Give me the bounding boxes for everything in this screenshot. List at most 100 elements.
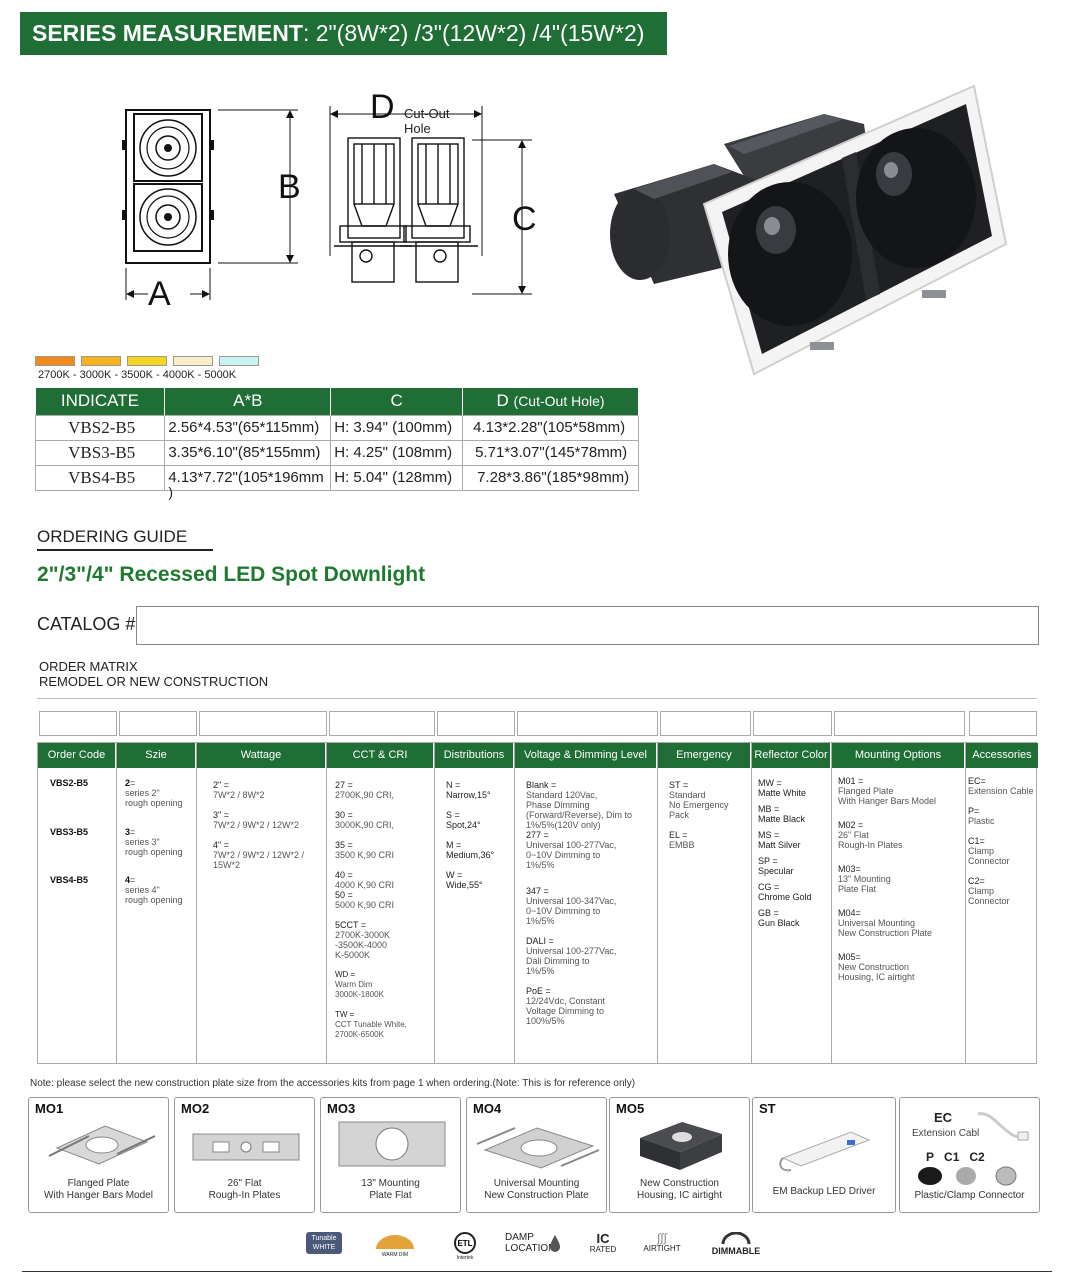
reflector-option: GB =Gun Black [758, 908, 800, 928]
size-entry-box[interactable] [119, 711, 197, 736]
header-c: C [330, 388, 464, 415]
product-photo [610, 84, 1008, 376]
header-d: D (Cut-Out Hole) [462, 388, 639, 415]
extension-cable-icon [977, 1112, 1029, 1141]
distribution-option: S =Spot,24° [446, 810, 481, 830]
voltage-option: DALI =Universal 100-277Vac,Dali Dimming … [526, 936, 617, 976]
cct-swatch-4000k [173, 356, 213, 366]
accessory-option: P=Plastic [968, 806, 995, 826]
accessories-entry-box[interactable] [969, 711, 1037, 736]
etl-icon: ETL Intertek [450, 1232, 480, 1261]
voltage-option: Blank =Standard 120Vac,Phase Dimming(For… [526, 780, 633, 830]
divider [37, 698, 1037, 699]
series-banner: SERIES MEASUREMENT: 2"(8W*2) /3"(12W*2) … [20, 12, 667, 55]
divider [37, 549, 213, 551]
voltage-option: 277 =Universal 100-277Vac,0~10V Dimming … [526, 830, 617, 870]
size-option: 2=series 2"rough opening [125, 778, 183, 808]
mounting-plate-icon [338, 1121, 446, 1167]
dimension-label-b: B [278, 168, 301, 206]
accessory-option: C2=Clamp Connector [968, 876, 1010, 906]
clamp-connector-icon [918, 1166, 1017, 1186]
reflector-option: SP =Specular [758, 856, 794, 876]
cct-entry-box[interactable] [329, 711, 435, 736]
cct-swatch-3500k [127, 356, 167, 366]
ic-rated-icon: IC RATED [589, 1231, 617, 1254]
order-code-column: Order Code VBS2-B5 VBS3-B5 VBS4-B5 [38, 743, 117, 1063]
wattage-entry-box[interactable] [199, 711, 327, 736]
accessory-option: EC=Extension Cable [968, 776, 1034, 796]
universal-mounting-plate-icon [476, 1127, 600, 1169]
order-matrix: Order Code VBS2-B5 VBS3-B5 VBS4-B5 Szie … [37, 742, 1038, 1064]
wattage-option: 4" =7W*2 / 9W*2 / 12W*2 /15W*2 [213, 840, 305, 870]
distribution-option: M =Medium,36° [446, 840, 495, 860]
reflector-option: MB =Matte Black [758, 804, 806, 824]
cct-swatch-2700k [35, 356, 75, 366]
table-row: VBS2-B5 2.56*4.53"(65*115mm) H: 3.94" (1… [34, 414, 639, 441]
reflector-option: MS =Matt Silver [758, 830, 801, 850]
distribution-entry-box[interactable] [437, 711, 515, 736]
airtight-icon: ∫∫∫ AIRTIGHT [643, 1231, 681, 1253]
top-view-diagram [122, 109, 298, 300]
dimension-label-a: A [148, 275, 171, 313]
cct-option: 35 =3500 K,90 CRI [335, 840, 395, 860]
damp-location-icon: DAMP LOCATION [505, 1232, 563, 1254]
ordering-guide-title: ORDERING GUIDE [37, 527, 188, 546]
cct-swatch-5000k [219, 356, 259, 366]
reflector-entry-box[interactable] [753, 711, 832, 736]
wattage-option: 2" =7W*2 / 8W*2 [213, 780, 265, 800]
dimmable-icon: DIMMABLE [710, 1231, 762, 1256]
emergency-entry-box[interactable] [660, 711, 751, 736]
side-view-diagram [329, 106, 532, 295]
voltage-entry-box[interactable] [517, 711, 658, 736]
header-ab: A*B [164, 388, 332, 415]
card-st: ST EM Backup LED Driver [752, 1097, 896, 1213]
ic-housing-icon [640, 1122, 722, 1170]
emergency-option: EL =EMBB [669, 830, 695, 850]
catalog-label: CATALOG # [37, 614, 136, 634]
dimension-label-d: D [370, 88, 395, 126]
header-indicate: INDICATE [35, 388, 166, 415]
cct-swatch-3000k [81, 356, 121, 366]
voltage-dimming-column: Voltage & Dimming Level Blank =Standard … [515, 743, 658, 1063]
size-option: 3=series 3"rough opening [125, 827, 183, 857]
reflector-color-column: Reflector Color MW =Matte White MB =Matt… [752, 743, 832, 1063]
wattage-column: Wattage 2" =7W*2 / 8W*2 3" =7W*2 / 9W*2 … [197, 743, 327, 1063]
table-row: VBS4-B5 4.13*7.72"(105*196mm) H: 5.04" (… [34, 464, 639, 500]
card-accessories: EC Extension Cabl P C1 C2 Plastic/Clamp … [899, 1097, 1040, 1213]
cct-cri-column: CCT & CRI 27 =2700K,90 CRI, 30 =3000K,90… [327, 743, 435, 1063]
distributions-column: Distributions N =Narrow,15° S =Spot,24° … [435, 743, 515, 1063]
table-row: VBS3-B5 3.35*6.10"(85*155mm) H: 4.25" (1… [34, 439, 639, 466]
flat-rough-in-plate-icon [192, 1133, 300, 1161]
led-driver-icon [779, 1131, 871, 1172]
distribution-option: W =Wide,55° [446, 870, 483, 890]
product-title: 2"/3"/4" Recessed LED Spot Downlight [37, 563, 426, 586]
cct-scale-label: 2700K - 3000K - 3500K - 4000K - 5000K [38, 369, 237, 381]
reflector-option: MW =Matte White [758, 778, 807, 798]
reflector-option: CG =Chrome Gold [758, 882, 812, 902]
order-code-entry-box[interactable] [39, 711, 117, 736]
dimension-label-c: C [512, 200, 537, 238]
svg-text:ETL: ETL [457, 1239, 472, 1248]
divider [22, 1271, 1052, 1272]
catalog-number-field[interactable] [136, 606, 1039, 645]
warm-dim-icon: WARM DIM [374, 1232, 416, 1258]
mounting-entry-box[interactable] [834, 711, 965, 736]
